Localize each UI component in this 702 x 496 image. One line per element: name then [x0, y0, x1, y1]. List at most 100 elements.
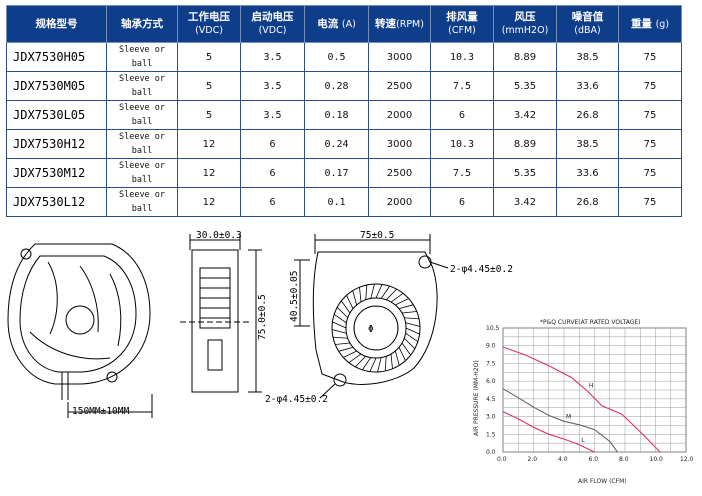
series-label-l: L [581, 437, 585, 444]
front-hole-top [418, 255, 432, 269]
cell-model: JDX7530M12 [6, 158, 107, 188]
cell-bearing: Sleeve or ball [106, 42, 178, 72]
cell-weight: 75 [618, 100, 682, 130]
bearing-line: ball [131, 117, 153, 127]
impeller-hub [353, 305, 399, 351]
impeller-outer [331, 283, 421, 373]
cell-noise: 38.5 [556, 129, 619, 159]
blower-inner [19, 255, 137, 373]
cell-pressure: 5.35 [493, 158, 557, 188]
cell-weight: 75 [618, 129, 682, 159]
bearing-line: Sleeve or [118, 45, 166, 55]
cell-start-voltage: 3.5 [240, 42, 305, 72]
cell-noise: 33.6 [556, 158, 619, 188]
impeller-blade [404, 317, 420, 320]
cell-pressure: 3.42 [493, 187, 557, 217]
chart-grid [502, 327, 687, 453]
impeller-blade [375, 284, 383, 299]
bearing-line: Sleeve or [118, 190, 166, 200]
cell-voltage: 12 [177, 158, 241, 188]
cell-speed: 3000 [368, 129, 431, 159]
header-model: 规格型号 [6, 5, 107, 43]
series-line-h [502, 346, 661, 453]
impeller-blade [370, 283, 375, 299]
cell-start-voltage: 3.5 [240, 100, 305, 130]
blower-housing [7, 243, 151, 385]
impeller-blade [398, 304, 414, 310]
cell-voltage: 12 [177, 187, 241, 217]
cell-airflow: 7.5 [430, 71, 494, 101]
cell-voltage: 5 [177, 100, 241, 130]
blower-front-view [294, 234, 449, 399]
impeller-blade [362, 357, 372, 371]
blower-vane-2 [79, 265, 99, 333]
side-connector [207, 339, 223, 371]
y-tick-label: 3.0 [486, 414, 496, 421]
bearing-line: ball [131, 204, 153, 214]
cell-pressure: 8.89 [493, 129, 557, 159]
bearing-line: Sleeve or [118, 161, 166, 171]
chart-xlabel: AIR FLOW (CFM) [578, 478, 627, 485]
y-tick-label: 6.0 [486, 378, 496, 385]
impeller-blade [332, 336, 348, 339]
cell-noise: 26.8 [556, 187, 619, 217]
bearing-line: ball [131, 88, 153, 98]
cell-start-voltage: 3.5 [240, 71, 305, 101]
table-header-row: 规格型号 轴承方式 工作电压(VDC) 启动电压(VDC) 电流 (A) 转速(… [6, 5, 682, 43]
cell-noise: 26.8 [556, 100, 619, 130]
blower-vane-3 [109, 273, 122, 347]
x-tick-label: 12.0 [680, 456, 694, 463]
impeller-inner [345, 297, 407, 359]
header-speed: 转速(RPM) [368, 5, 431, 43]
impeller-blade [385, 288, 397, 301]
cell-speed: 2000 [368, 100, 431, 130]
impeller-blade [348, 353, 362, 363]
cell-noise: 38.5 [556, 42, 619, 72]
hole-bottom-label: 2-φ4.45±0.2 [265, 394, 328, 405]
cell-model: JDX7530L05 [6, 100, 107, 130]
cell-noise: 33.6 [556, 71, 619, 101]
header-noise: 噪音值(dBA) [556, 5, 619, 43]
cell-current: 0.5 [304, 42, 369, 72]
side-width-label: 30.0±0.3 [196, 230, 242, 241]
blower-hole-bottom [106, 371, 118, 383]
x-tick-label: 6.0 [589, 456, 599, 463]
y-tick-label: 0.0 [486, 449, 496, 456]
x-tick-label: 4.0 [558, 456, 568, 463]
bearing-line: ball [131, 59, 153, 69]
impeller-blade [352, 290, 358, 306]
front-hole-bottom [333, 373, 347, 387]
header-airflow: 排风量(CFM) [430, 5, 494, 43]
chart-ylabel: AIR PRESSURE (MM-H2O) [473, 360, 480, 436]
cell-bearing: Sleeve or ball [106, 187, 178, 217]
chart-title: *P&Q CURVE(AT RATED VOLTAGE) [540, 319, 641, 326]
impeller-blade [401, 311, 417, 314]
chart-series: HML [502, 346, 661, 453]
impeller-blade [343, 350, 357, 358]
cell-voltage: 5 [177, 42, 241, 72]
side-body [191, 249, 239, 393]
cell-airflow: 10.3 [430, 129, 494, 159]
impeller-blade [390, 293, 404, 303]
impeller-blade [331, 329, 347, 334]
cell-weight: 75 [618, 187, 682, 217]
impeller-blade [369, 357, 377, 372]
impeller-blade [395, 298, 409, 306]
bearing-line: Sleeve or [118, 74, 166, 84]
bearing-line: ball [131, 146, 153, 156]
impeller-blade [341, 300, 351, 314]
header-weight: 重量 (g) [618, 5, 682, 43]
impeller-blade [394, 350, 400, 366]
cell-current: 0.1 [304, 187, 369, 217]
impeller-blade [359, 287, 362, 303]
front-width-label: 75±0.5 [360, 230, 394, 241]
lead-length-label: 150MM±10MM [72, 406, 129, 417]
series-label-h: H [589, 383, 594, 390]
cell-start-voltage: 6 [240, 187, 305, 217]
impeller-blade [390, 353, 393, 369]
